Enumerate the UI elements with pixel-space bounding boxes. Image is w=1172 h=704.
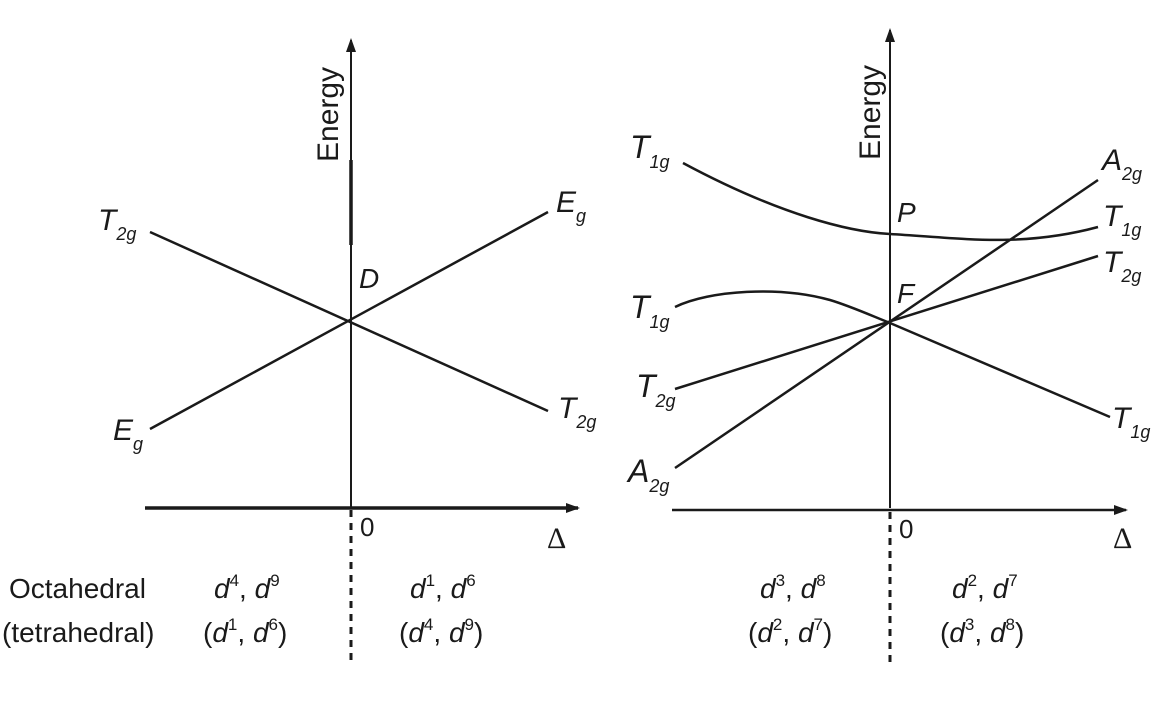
caption-right-pos-tet: (d3, d8) xyxy=(940,615,1024,648)
left-origin-label: 0 xyxy=(360,512,374,542)
caption-left-neg-oct: d4, d9 xyxy=(214,571,280,604)
left-eg-right-label: Eg xyxy=(556,186,586,226)
left-t2g-right-label: T2g xyxy=(558,392,596,432)
left-d-term-label: D xyxy=(359,263,379,294)
right-t1g-p-curve xyxy=(682,161,1099,242)
caption-left-neg-tet: (d1, d6) xyxy=(203,615,287,648)
right-delta-label: Δ xyxy=(1113,522,1132,555)
left-delta-label: Δ xyxy=(547,522,566,555)
left-t2g-left-label: T2g xyxy=(98,204,136,244)
right-p-term-label: P xyxy=(897,197,916,228)
right-f-term-label: F xyxy=(897,278,916,309)
caption-right-neg-oct: d3, d8 xyxy=(760,571,826,604)
left-eg-line xyxy=(149,210,549,431)
captions: Octahedral (tetrahedral) d4, d9 (d1, d6)… xyxy=(2,571,1024,648)
caption-tetrahedral: (tetrahedral) xyxy=(2,617,155,648)
caption-left-pos-tet: (d4, d9) xyxy=(399,615,483,648)
right-energy-label: Energy xyxy=(854,65,887,160)
caption-left-pos-oct: d1, d6 xyxy=(410,571,476,604)
right-t1g-mid-left-label: T1g xyxy=(630,289,670,332)
right-t1g-f-curve xyxy=(674,290,1111,419)
right-origin-label: 0 xyxy=(899,514,913,544)
right-a2g-right-label: A2g xyxy=(1100,144,1142,184)
right-t1g-lower-right-label: T1g xyxy=(1112,402,1150,442)
right-t2g-right-label: T2g xyxy=(1103,246,1141,286)
right-diagram: Energy Δ 0 P F T1g T1g T2g A2g A2g T1g T… xyxy=(626,28,1150,668)
right-t2g-left-label: T2g xyxy=(636,368,676,411)
caption-octahedral: Octahedral xyxy=(9,573,146,604)
right-t1g-top-left-label: T1g xyxy=(630,129,670,172)
right-a2g-left-label: A2g xyxy=(626,453,669,496)
right-a2g-line xyxy=(674,178,1099,470)
caption-right-pos-oct: d2, d7 xyxy=(952,571,1018,604)
right-t1g-upper-right-label: T1g xyxy=(1103,200,1141,240)
left-energy-label: Energy xyxy=(312,67,345,162)
caption-right-neg-tet: (d2, d7) xyxy=(748,615,832,648)
left-diagram: Energy Δ 0 D T2g Eg Eg T2g xyxy=(98,38,596,664)
left-eg-left-label: Eg xyxy=(113,414,143,454)
